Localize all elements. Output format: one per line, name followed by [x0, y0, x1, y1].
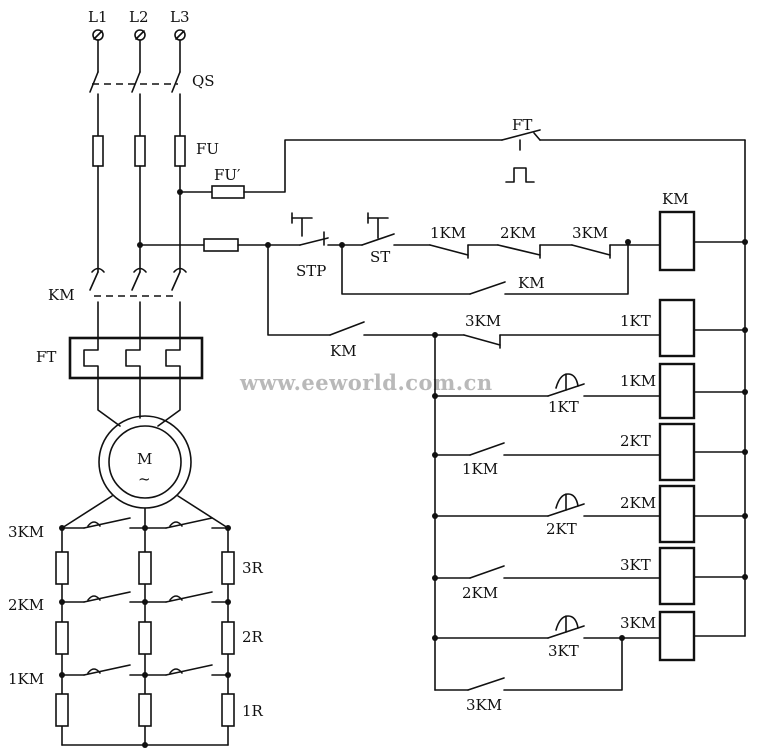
qs-label: QS [192, 72, 215, 90]
contact-2km-label: 2KM [500, 224, 536, 242]
rotor-3r-label: 3R [242, 559, 264, 577]
fu-label: FU [196, 140, 219, 158]
coil-3km-label: 3KM [620, 614, 656, 632]
supply-terminals [92, 29, 186, 41]
km-enable-label: KM [330, 342, 357, 360]
km-main-label: KM [48, 286, 75, 304]
c-3km-hold-label: 3KM [466, 696, 502, 714]
fu-prime-label: FU′ [214, 166, 241, 184]
rotor-1km-label: 1KM [8, 670, 44, 688]
km-hold-label: KM [518, 274, 545, 292]
l2-label: L2 [129, 8, 149, 26]
t-3kt-label: 3KT [548, 642, 579, 660]
rotor-2r-label: 2R [242, 628, 264, 646]
contact-1km-label: 1KM [430, 224, 466, 242]
control-circuit: FU′ FT [139, 116, 748, 714]
t-2kt-label: 2KT [546, 520, 577, 538]
main-contactor-km [89, 267, 187, 339]
stp-label: STP [296, 262, 326, 280]
coil-2km-label: 2KM [620, 494, 656, 512]
motor-label: M [137, 450, 152, 468]
motor-ac-label: ~ [138, 470, 151, 488]
ft-relay-label: FT [36, 348, 56, 366]
isolating-switch-qs [89, 39, 181, 137]
c-2km-no-label: 2KM [462, 584, 498, 602]
rotor-2km-label: 2KM [8, 596, 44, 614]
t-1kt-label: 1KT [548, 398, 579, 416]
st-label: ST [370, 248, 390, 266]
c-3km-nc-label: 3KM [465, 312, 501, 330]
l1-label: L1 [88, 8, 108, 26]
c-1km-no-label: 1KM [462, 460, 498, 478]
coil-2kt-label: 2KT [620, 432, 651, 450]
rotor-resistor-bank [55, 517, 235, 748]
ft-contact-label: FT [512, 116, 532, 134]
coil-3kt-label: 3KT [620, 556, 651, 574]
fuses-fu [92, 135, 186, 273]
l3-label: L3 [170, 8, 190, 26]
rotor-3km-label: 3KM [8, 523, 44, 541]
rotor-1r-label: 1R [242, 702, 264, 720]
thermal-relay-ft [68, 336, 204, 380]
km-coil-label: KM [662, 190, 689, 208]
watermark: www.eeworld.com.cn [239, 370, 493, 395]
coil-1kt-label: 1KT [620, 312, 651, 330]
power-circuit: L1 L2 L3 QS FU [8, 8, 264, 748]
contact-3km-label: 3KM [572, 224, 608, 242]
coil-1km-label: 1KM [620, 372, 656, 390]
